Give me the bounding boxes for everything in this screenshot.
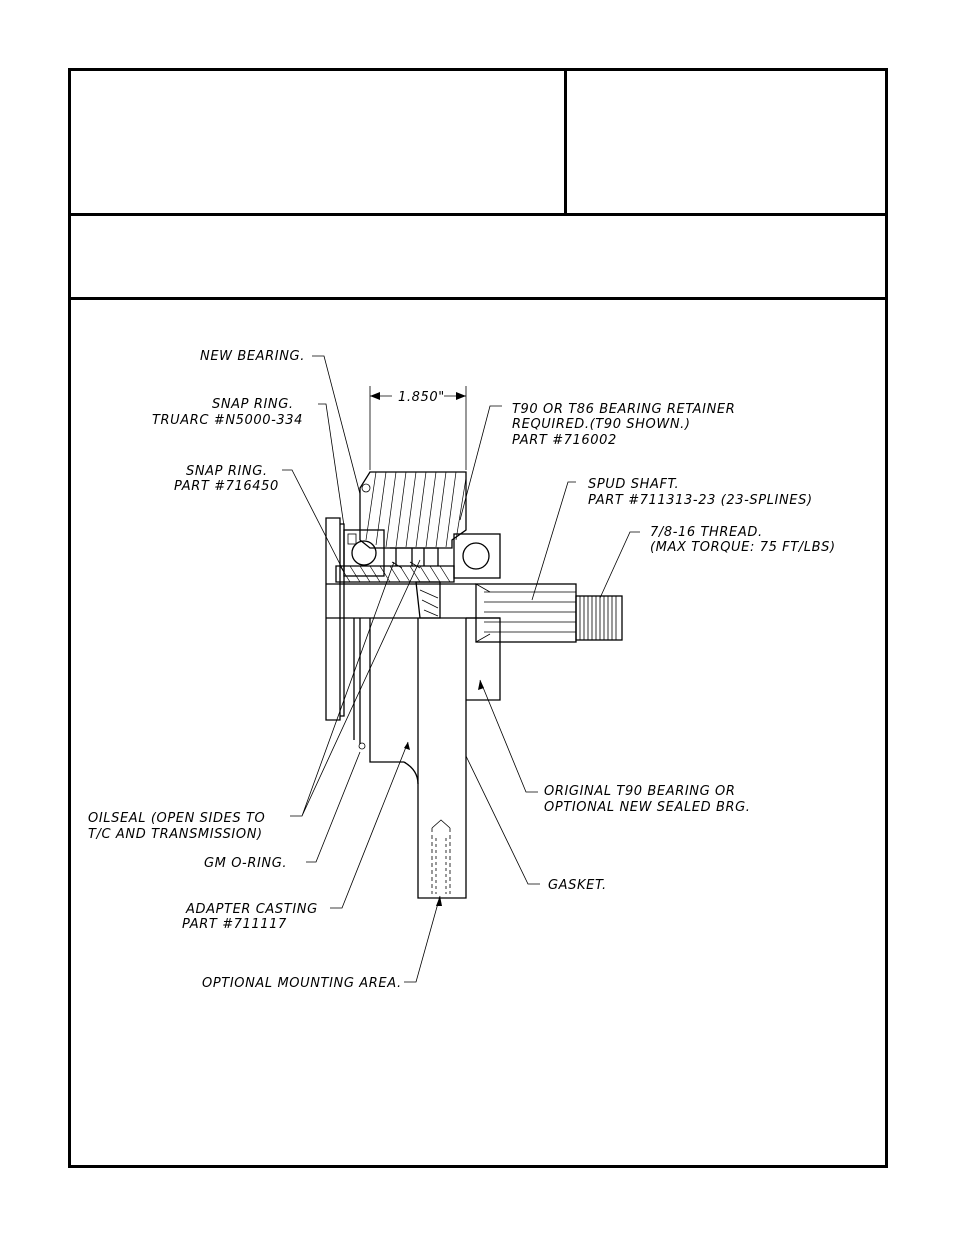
- label-snap-ring-1-line1: SNAP RING.: [212, 397, 294, 412]
- label-adapter-line1: ADAPTER CASTING: [185, 902, 318, 917]
- label-oilseal-line2: T/C AND TRANSMISSION): [88, 827, 263, 842]
- original-bearing: [453, 533, 501, 579]
- label-dimension: 1.850": [398, 390, 445, 405]
- label-spud-line2: PART #711313-23 (23-SPLINES): [588, 493, 813, 508]
- transfer-case-adapter-assembly: [325, 471, 623, 899]
- label-thread-line1: 7/8-16 THREAD.: [650, 525, 763, 540]
- oilseal: [390, 547, 439, 569]
- label-original-line1: ORIGINAL T90 BEARING OR: [544, 784, 736, 799]
- label-spud-line1: SPUD SHAFT.: [588, 477, 679, 492]
- adapter-casting: [353, 617, 501, 899]
- header-row: [71, 71, 885, 216]
- label-new-bearing: NEW BEARING.: [200, 349, 305, 364]
- callout-labels: NEW BEARING. SNAP RING. TRUARC #N5000-33…: [88, 349, 836, 991]
- bearing-retainer: [359, 471, 467, 549]
- label-retainer-line1: T90 OR T86 BEARING RETAINER: [512, 402, 735, 417]
- leader-lines: [282, 355, 640, 983]
- gm-o-ring: [358, 742, 366, 750]
- label-mounting: OPTIONAL MOUNTING AREA.: [202, 976, 402, 991]
- new-bearing-left: [343, 529, 385, 577]
- label-adapter-line2: PART #711117: [182, 917, 287, 932]
- label-oilseal-line1: OILSEAL (OPEN SIDES TO: [88, 811, 265, 826]
- title-block-frame: [68, 68, 888, 1168]
- header-left-cell: [71, 71, 567, 213]
- dimension-1850: [369, 386, 467, 470]
- label-snap-ring-2-line1: SNAP RING.: [186, 464, 268, 479]
- label-original-line2: OPTIONAL NEW SEALED BRG.: [544, 800, 751, 815]
- label-retainer-line3: PART #716002: [512, 433, 617, 448]
- spud-shaft: [475, 583, 623, 643]
- label-gasket: GASKET.: [548, 878, 607, 893]
- label-snap-ring-2-line2: PART #716450: [174, 479, 279, 494]
- label-snap-ring-1-line2: TRUARC #N5000-334: [152, 413, 303, 428]
- label-gm-oring: GM O-RING.: [204, 856, 287, 871]
- title-row: [71, 216, 885, 300]
- label-thread-line2: (MAX TORQUE: 75 FT/LBS): [650, 540, 836, 555]
- bearing-housing-hatch: [335, 565, 455, 619]
- label-retainer-line2: REQUIRED.(T90 SHOWN.): [512, 417, 691, 432]
